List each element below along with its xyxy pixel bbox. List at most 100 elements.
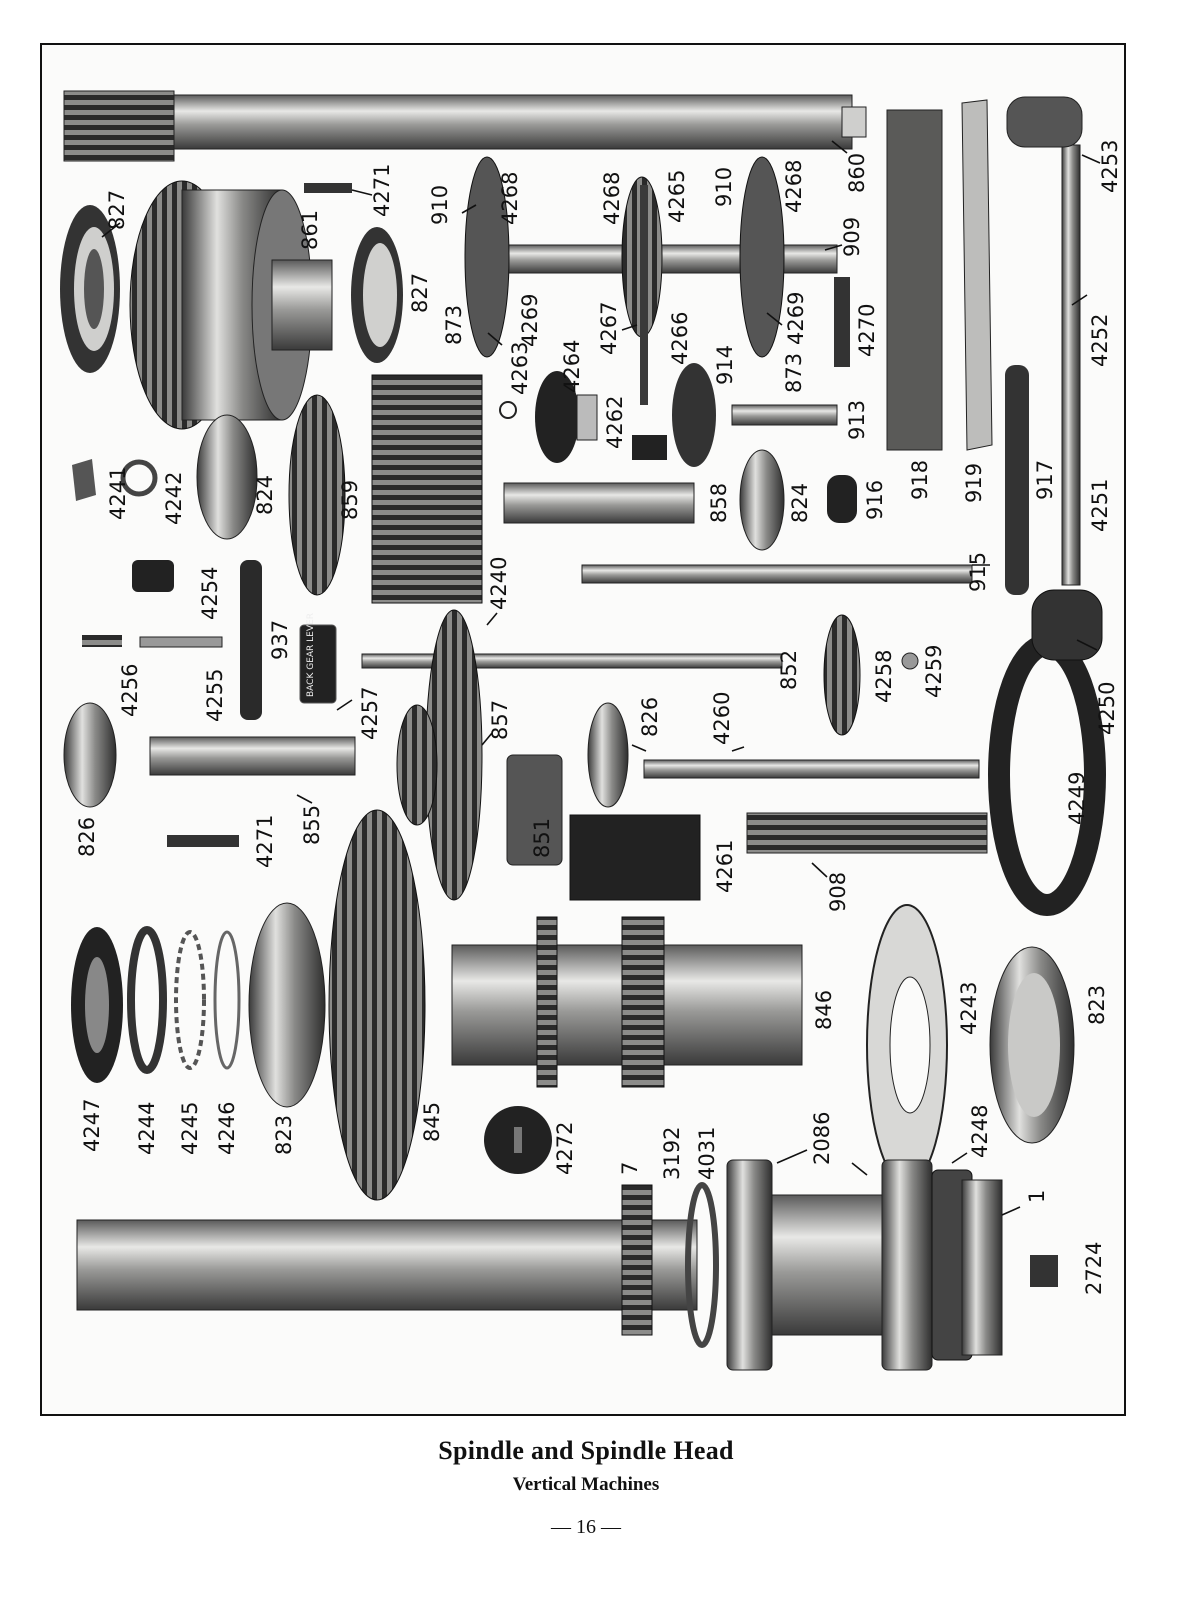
- part-label-4252: 4252: [1088, 313, 1112, 367]
- gib-919: [961, 99, 993, 451]
- part-label-4247: 4247: [80, 1098, 104, 1152]
- part-label-916: 916: [863, 479, 887, 520]
- gear-845: [328, 809, 426, 1201]
- part-label-2086: 2086: [810, 1111, 834, 1165]
- quill-housing-4249: [988, 589, 1106, 916]
- bracket-4261: [569, 814, 701, 901]
- ring-4246: [213, 930, 241, 1070]
- part-label-4242: 4242: [162, 471, 186, 525]
- part-label-4251: 4251: [1088, 478, 1112, 532]
- part-label-858: 858: [707, 482, 731, 523]
- nut-4244: [127, 926, 167, 1074]
- part-label-4240: 4240: [487, 556, 511, 610]
- pawl-851: [506, 754, 563, 866]
- part-label-3192: 3192: [660, 1126, 684, 1180]
- part-label-4263: 4263: [508, 341, 532, 395]
- nut-4241: [72, 459, 96, 501]
- part-label-855: 855: [300, 804, 324, 845]
- shaft-852: [361, 653, 783, 669]
- part-label-4244: 4244: [135, 1101, 159, 1155]
- part-label-4256: 4256: [118, 663, 142, 717]
- part-label-4262: 4262: [603, 395, 627, 449]
- part-label-4249: 4249: [1065, 771, 1089, 825]
- part-label-910: 910: [428, 184, 452, 225]
- part-label-908: 908: [826, 871, 850, 912]
- part-label-4266: 4266: [668, 311, 692, 365]
- part-label-845: 845: [420, 1101, 444, 1142]
- bearing-827-left: [60, 205, 120, 373]
- elbow-4253: [1006, 96, 1083, 148]
- rod-4252: [1061, 144, 1081, 586]
- part-label-4031: 4031: [695, 1126, 719, 1180]
- part-label-823: 823: [1085, 984, 1109, 1025]
- part-label-827: 827: [408, 272, 432, 313]
- part-label-4269: 4269: [518, 293, 542, 347]
- gear-857-small: [396, 704, 438, 826]
- part-label-4268: 4268: [782, 159, 806, 213]
- part-label-873: 873: [782, 352, 806, 393]
- pin-4271-top: [304, 183, 352, 193]
- page-subtitle: Vertical Machines: [512, 1474, 660, 1495]
- part-label-4241: 4241: [106, 466, 130, 520]
- rack-rod-4260: [643, 759, 980, 779]
- pin-4255: [139, 636, 223, 648]
- part-label-4267: 4267: [597, 301, 621, 355]
- clutch-gear-assembly: [129, 180, 333, 430]
- bearing-826-right: [587, 702, 629, 808]
- part-label-7: 7: [618, 1161, 642, 1175]
- pin-913: [731, 404, 838, 426]
- link-4262: [632, 435, 667, 460]
- sprocket-shaft-assembly: [464, 156, 838, 405]
- screw-4270: [834, 277, 850, 367]
- part-label-4250: 4250: [1095, 681, 1119, 735]
- part-label-937: 937: [268, 619, 292, 660]
- part-label-917: 917: [1033, 459, 1057, 500]
- part-label-4268: 4268: [498, 171, 522, 225]
- back-gear-lever-plate-text: BACK GEAR LEVER: [306, 613, 316, 697]
- part-label-4272: 4272: [553, 1121, 577, 1175]
- cap-916: [827, 475, 857, 523]
- splined-shaft-860: [63, 90, 867, 162]
- part-label-4243: 4243: [957, 981, 981, 1035]
- bearing-826-left: [63, 702, 117, 808]
- part-label-4259: 4259: [922, 644, 946, 698]
- part-label-4265: 4265: [665, 169, 689, 223]
- part-label-4271: 4271: [253, 814, 277, 868]
- part-label-824: 824: [788, 482, 812, 523]
- part-label-826: 826: [75, 816, 99, 857]
- washer-4264: [535, 371, 579, 463]
- part-label-914: 914: [713, 344, 737, 385]
- part-label-4260: 4260: [710, 691, 734, 745]
- part-label-4255: 4255: [203, 668, 227, 722]
- part-label-2724: 2724: [1082, 1241, 1106, 1295]
- part-label-1: 1: [1025, 1189, 1049, 1203]
- part-label-846: 846: [812, 989, 836, 1030]
- part-label-860: 860: [845, 152, 869, 193]
- part-label-913: 913: [845, 399, 869, 440]
- page-number: — 16 —: [551, 1516, 621, 1538]
- part-label-4270: 4270: [855, 303, 879, 357]
- part-label-861: 861: [298, 209, 322, 250]
- washer-4245: [174, 930, 206, 1070]
- part-label-4257: 4257: [358, 686, 382, 740]
- part-label-4248: 4248: [968, 1104, 992, 1158]
- gear-859: [288, 394, 346, 596]
- shaft-855: [149, 736, 356, 776]
- parts-plate: BACK GEAR LEVER 860 4253 827 4271 861 91…: [40, 43, 1126, 1416]
- sleeve-846: [451, 916, 803, 1088]
- washer-914: [672, 363, 716, 467]
- part-label-909: 909: [840, 216, 864, 257]
- back-gear-lever-plate: [299, 624, 337, 704]
- washer-4259: [901, 652, 919, 670]
- spring-4256: [82, 635, 122, 647]
- page-title: Spindle and Spindle Head: [438, 1436, 734, 1465]
- part-label-851: 851: [530, 817, 554, 858]
- part-label-4254: 4254: [198, 566, 222, 620]
- pin-4271-lower: [167, 835, 239, 847]
- bearing-824-left: [196, 414, 258, 540]
- gear-4258: [823, 614, 861, 736]
- part-label-4269: 4269: [784, 291, 808, 345]
- part-label-823: 823: [272, 1114, 296, 1155]
- key-2724: [1030, 1255, 1058, 1287]
- part-label-4268: 4268: [600, 171, 624, 225]
